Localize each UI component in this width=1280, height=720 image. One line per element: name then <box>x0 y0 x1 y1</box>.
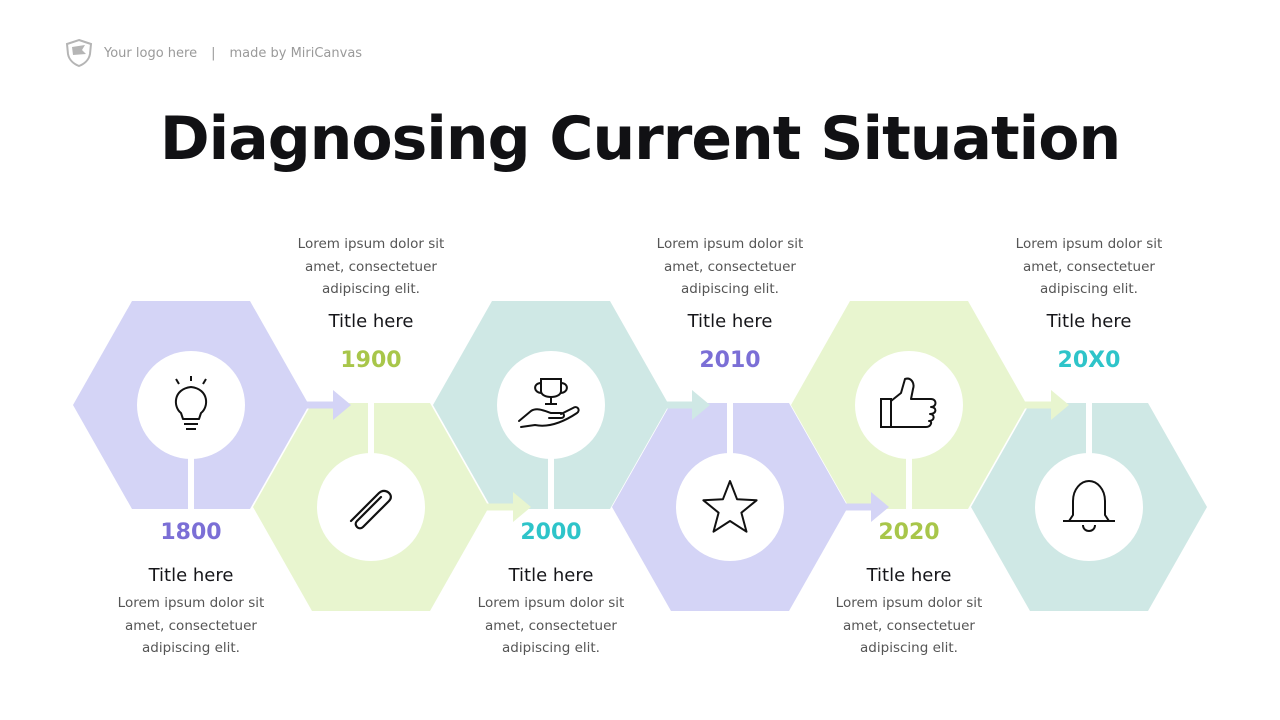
icon-circle-1 <box>137 351 245 459</box>
step-year-6: 20X0 <box>1057 348 1121 373</box>
step-desc-5: Lorem ipsum dolor sit amet, consectetuer… <box>835 595 983 656</box>
connector-arrow-2 <box>479 492 531 522</box>
step-title-2: Title here <box>328 311 414 332</box>
trophy-hand-icon <box>518 378 580 428</box>
star-icon <box>702 480 758 533</box>
connector-arrow-1 <box>299 390 351 420</box>
step-title-4: Title here <box>687 311 773 332</box>
step-year-3: 2000 <box>520 520 582 545</box>
step-year-2: 1900 <box>340 348 402 373</box>
connector-arrow-5 <box>1017 390 1069 420</box>
step-desc-3: Lorem ipsum dolor sit amet, consectetuer… <box>477 595 625 656</box>
header: Your logo here | made by MiriCanvas <box>64 38 362 68</box>
connector-arrow-4 <box>838 492 889 522</box>
step-title-1: Title here <box>148 565 234 586</box>
thumbs-up-icon <box>880 377 937 428</box>
shield-flag-icon <box>64 38 94 68</box>
paperclip-icon <box>349 489 392 530</box>
step-title-5: Title here <box>866 565 952 586</box>
icon-circle-4 <box>676 453 784 561</box>
step-desc-1: Lorem ipsum dolor sit amet, consectetuer… <box>117 595 265 656</box>
lightbulb-icon <box>174 376 208 430</box>
bell-icon <box>1063 480 1115 532</box>
made-by-text: made by MiriCanvas <box>229 45 363 61</box>
step-year-1: 1800 <box>160 520 222 545</box>
page-title: Diagnosing Current Situation <box>159 104 1121 174</box>
icon-circle-6 <box>1035 453 1143 561</box>
step-year-4: 2010 <box>699 348 761 373</box>
step-title-3: Title here <box>508 565 594 586</box>
step-desc-4: Lorem ipsum dolor sit amet, consectetuer… <box>656 236 804 297</box>
icon-circle-5 <box>855 351 963 459</box>
header-separator: | <box>211 45 216 61</box>
logo-text: Your logo here <box>104 45 198 61</box>
step-desc-2: Lorem ipsum dolor sit amet, consectetuer… <box>297 236 445 297</box>
connector-arrow-3 <box>659 390 710 420</box>
step-desc-6: Lorem ipsum dolor sit amet, consectetuer… <box>1015 236 1163 297</box>
step-year-5: 2020 <box>878 520 940 545</box>
step-title-6: Title here <box>1046 311 1132 332</box>
